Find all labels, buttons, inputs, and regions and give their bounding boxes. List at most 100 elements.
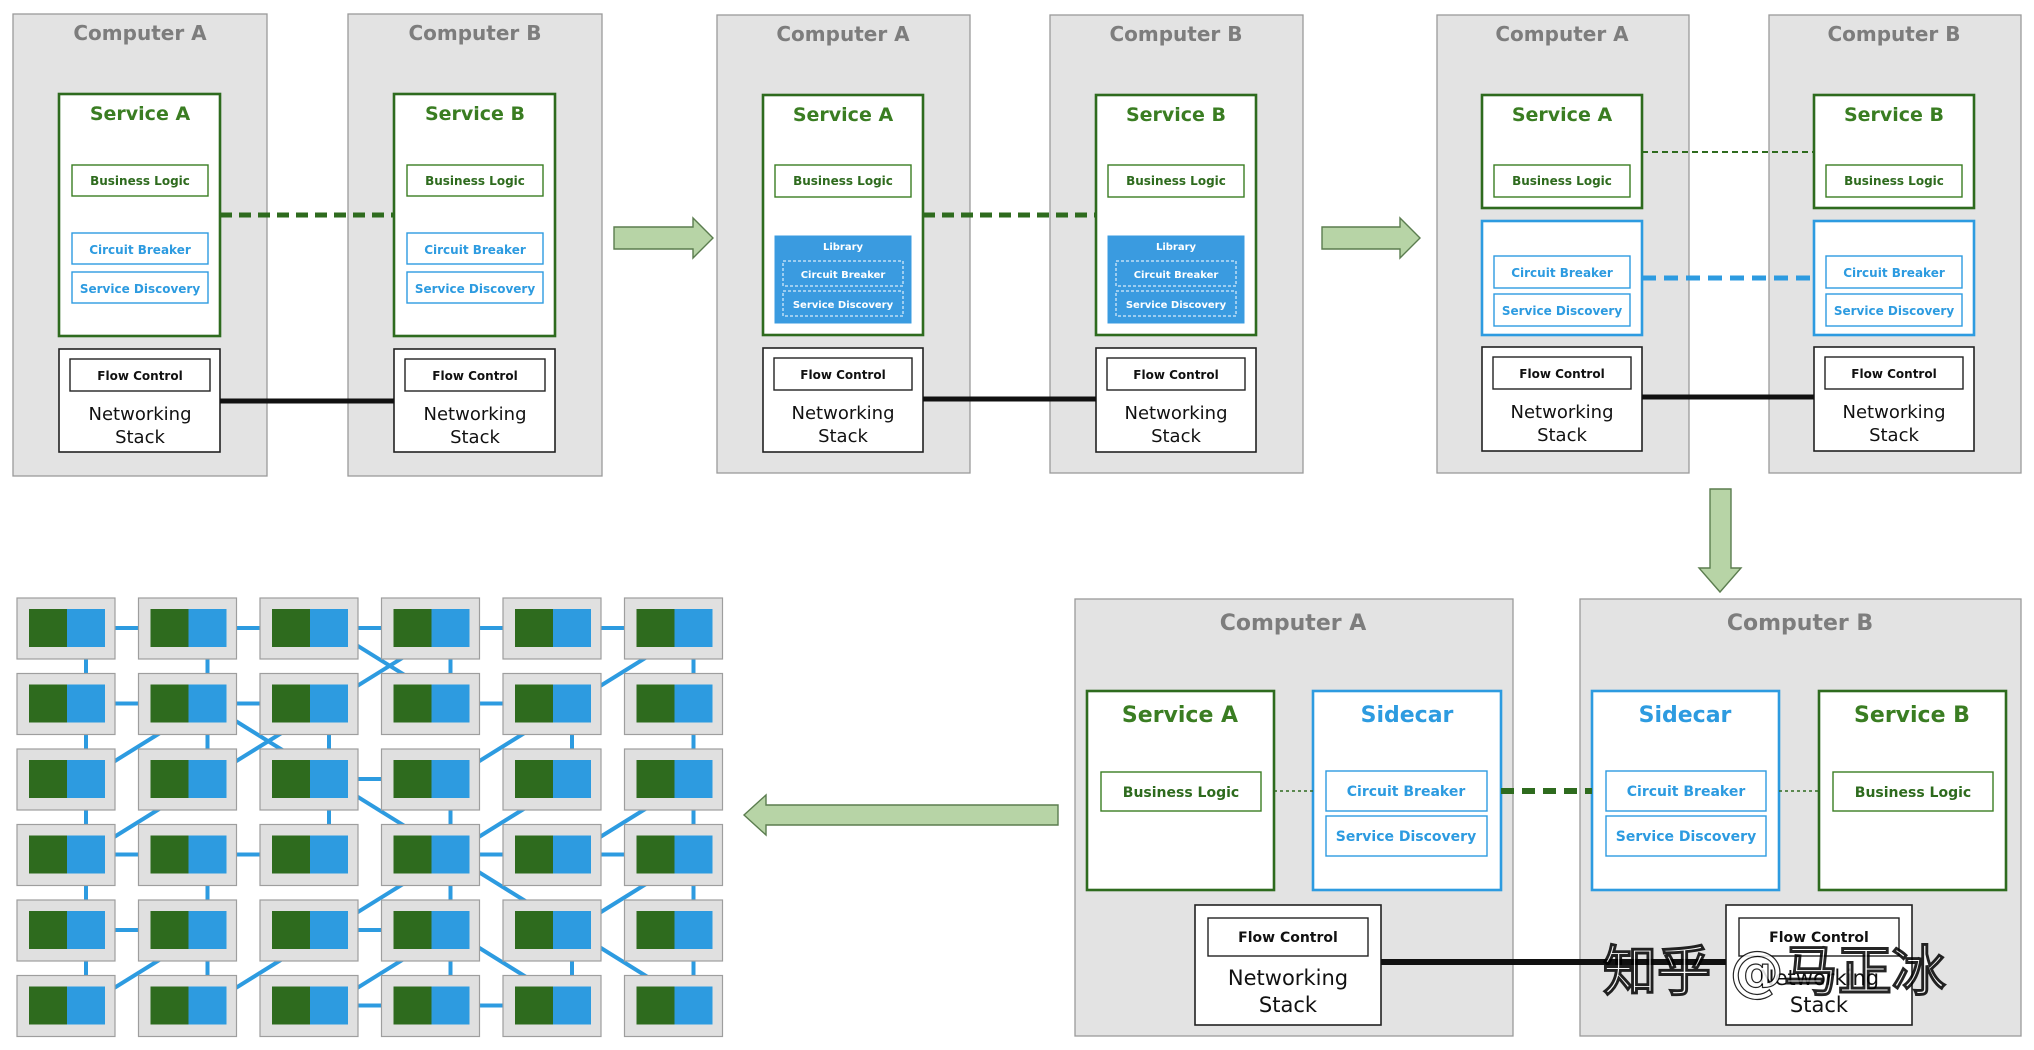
mesh-sidecar	[310, 609, 348, 647]
circuit-breaker-label: Circuit Breaker	[1843, 266, 1945, 280]
stack-label: Stack	[1259, 993, 1318, 1017]
service-b-title: Service B	[1854, 703, 1970, 728]
mesh-node	[137, 899, 238, 962]
stage-1-in-service: Computer A Computer B Service A Business…	[12, 13, 603, 477]
computer-b-title: Computer B	[1109, 22, 1242, 46]
mesh-service	[272, 835, 310, 874]
mesh-node	[137, 597, 238, 660]
mesh-node	[502, 748, 602, 811]
business-logic-box	[1832, 771, 1994, 812]
mesh-node	[259, 672, 359, 736]
service-discovery-label: Service Discovery	[1336, 829, 1476, 845]
stack-label: Stack	[1790, 993, 1849, 1017]
mesh-service	[515, 835, 553, 874]
circuit-breaker-label: Circuit Breaker	[1511, 266, 1613, 280]
flow-control-box	[1738, 917, 1900, 957]
mesh-node	[16, 823, 116, 887]
service-discovery-box	[1605, 815, 1767, 857]
mesh-node	[380, 823, 481, 887]
mesh-sidecar	[674, 609, 713, 647]
mesh-node	[16, 672, 116, 736]
mesh-node	[137, 823, 238, 887]
flow-control-box	[1207, 917, 1369, 957]
circuit-breaker-label: Circuit Breaker	[89, 243, 191, 257]
business-logic-label: Business Logic	[425, 174, 525, 188]
mesh-service	[150, 986, 189, 1025]
service-discovery-box	[782, 290, 904, 317]
mesh-node	[259, 974, 359, 1038]
arrow-right-icon	[1321, 216, 1421, 260]
networking-label: Networking	[424, 404, 527, 425]
mesh-node	[623, 748, 724, 811]
mesh-sidecar	[310, 911, 348, 949]
mesh-node	[623, 823, 724, 887]
business-logic-box	[406, 164, 544, 197]
flow-control-label: Flow Control	[1519, 367, 1604, 381]
stack-label: Stack	[818, 426, 868, 447]
circuit-breaker-box	[71, 232, 209, 265]
mesh-sidecar	[188, 911, 227, 949]
mesh-sidecar	[553, 760, 591, 798]
circuit-breaker-label: Circuit Breaker	[424, 243, 526, 257]
mesh-sidecar	[67, 911, 105, 949]
flow-control-box	[404, 358, 546, 392]
service-a-title: Service A	[793, 104, 894, 126]
mesh-node	[502, 823, 602, 887]
circuit-breaker-box	[1115, 260, 1237, 287]
flow-control-label: Flow Control	[1133, 368, 1218, 382]
mesh-service	[272, 760, 310, 798]
stack-label: Stack	[1151, 426, 1201, 447]
mesh-sidecar	[431, 911, 470, 949]
mesh-service	[272, 986, 310, 1025]
mesh-service	[272, 684, 310, 723]
mesh-sidecar	[310, 684, 348, 723]
circuit-breaker-box	[1605, 770, 1767, 812]
mesh-node	[16, 597, 116, 660]
service-b-title: Service B	[1844, 104, 1944, 126]
flow-control-box	[69, 358, 211, 392]
mesh-sidecar	[553, 609, 591, 647]
mesh-service	[150, 760, 189, 798]
mesh-sidecar	[67, 986, 105, 1025]
library-box	[1107, 235, 1245, 324]
service-b-title: Service B	[425, 103, 525, 125]
stage-5-service-mesh	[16, 597, 724, 1038]
mesh-sidecar	[188, 835, 227, 874]
business-logic-label: Business Logic	[1855, 785, 1971, 801]
networking-label: Networking	[1228, 966, 1348, 990]
arrow-left-icon	[742, 793, 1059, 837]
mesh-nodes	[16, 597, 724, 1038]
mesh-sidecar	[67, 684, 105, 723]
stack-label: Stack	[1537, 425, 1587, 446]
mesh-node	[502, 672, 602, 736]
service-discovery-label: Service Discovery	[1126, 300, 1227, 311]
mesh-service	[393, 835, 432, 874]
mesh-node	[380, 974, 481, 1038]
service-discovery-label: Service Discovery	[415, 282, 536, 296]
networking-label: Networking	[792, 403, 895, 424]
mesh-service	[29, 911, 67, 949]
mesh-sidecar	[188, 986, 227, 1025]
stack-label: Stack	[115, 427, 165, 448]
mesh-node	[380, 597, 481, 660]
service-a-title: Service A	[1512, 104, 1613, 126]
mesh-sidecar	[310, 835, 348, 874]
mesh-sidecar	[553, 684, 591, 723]
circuit-breaker-box	[406, 232, 544, 265]
service-discovery-label: Service Discovery	[793, 300, 894, 311]
service-a-title: Service A	[1122, 703, 1238, 728]
arrow-down-icon	[1697, 488, 1743, 594]
circuit-breaker-label: Circuit Breaker	[1134, 270, 1219, 281]
mesh-service	[393, 684, 432, 723]
business-logic-box	[774, 164, 912, 198]
mesh-service	[515, 609, 553, 647]
mesh-node	[502, 974, 602, 1038]
computer-a-title: Computer A	[73, 21, 207, 45]
service-discovery-label: Service Discovery	[80, 282, 201, 296]
library-label: Library	[1156, 242, 1197, 253]
business-logic-label: Business Logic	[90, 174, 190, 188]
business-logic-box	[1107, 164, 1245, 198]
networking-label: Networking	[1843, 402, 1946, 423]
mesh-node	[623, 899, 724, 962]
mesh-node	[16, 748, 116, 811]
